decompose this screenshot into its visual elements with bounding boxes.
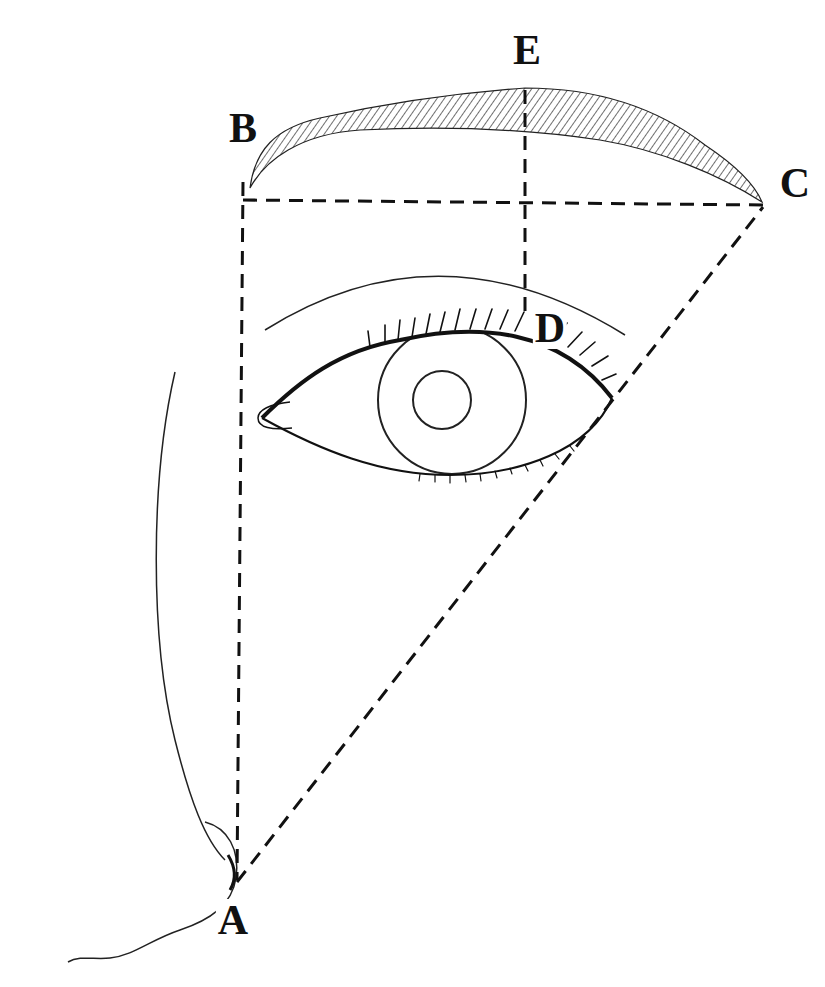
point-letter: E	[511, 29, 543, 71]
nostril-edge	[228, 855, 234, 890]
lower-lid	[262, 398, 612, 475]
point-letter: A	[216, 899, 250, 941]
tear-duct	[258, 402, 292, 429]
nose-bridge	[156, 372, 225, 860]
eyebrow	[250, 88, 762, 202]
pupil	[413, 371, 471, 429]
guide-line	[524, 90, 527, 318]
guide-line	[237, 207, 763, 882]
guide-line	[243, 200, 763, 205]
eyelashes	[368, 309, 616, 380]
iris	[378, 326, 526, 474]
lid-crease	[265, 276, 625, 335]
point-letter: C	[778, 162, 812, 204]
point-letter: B	[227, 107, 259, 149]
point-letter: D	[533, 307, 567, 349]
guide-line	[237, 182, 243, 880]
nostril	[68, 822, 237, 962]
